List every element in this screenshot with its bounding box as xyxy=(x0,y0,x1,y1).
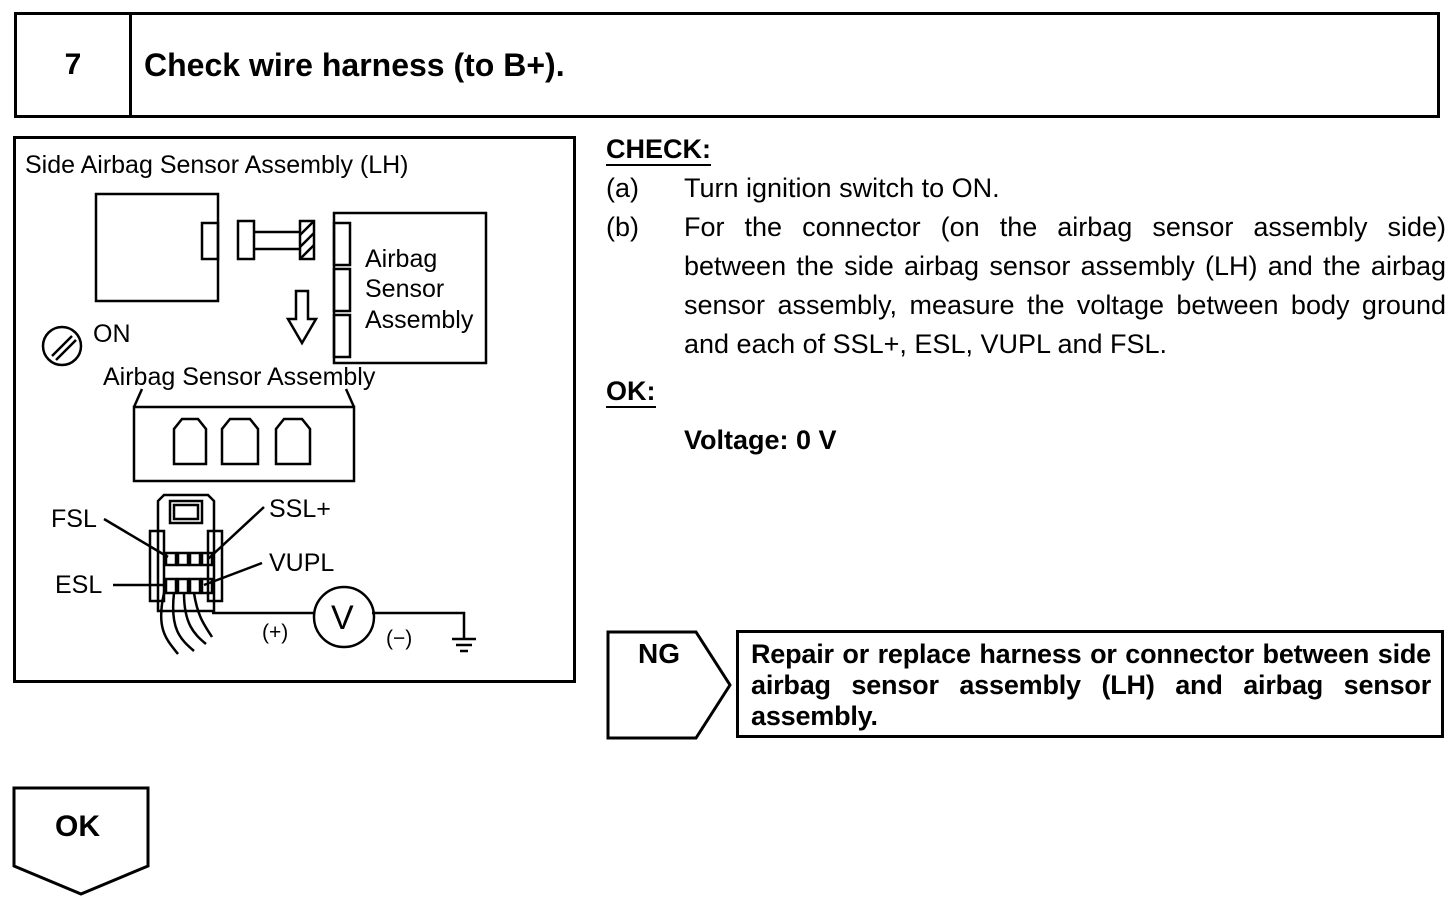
meter-plus-label: (+) xyxy=(262,621,288,644)
plug-left xyxy=(236,219,256,261)
ng-label: NG xyxy=(638,638,680,669)
terminal-esl-label: ESL xyxy=(55,571,102,599)
step-header: 7 Check wire harness (to B+). xyxy=(14,12,1440,118)
step-title: Check wire harness (to B+). xyxy=(144,46,565,83)
meter-minus-label: (−) xyxy=(386,627,412,650)
airbag-box-label-3: Assembly xyxy=(365,306,474,334)
airbag-box-label-1: Airbag xyxy=(365,245,437,273)
ok-arrow-icon xyxy=(12,786,150,896)
plug-hatched xyxy=(298,219,316,261)
step-number: 7 xyxy=(17,15,132,115)
spec-value: Voltage: 0 V xyxy=(684,425,837,455)
airbag-box-label-2: Sensor xyxy=(365,275,444,303)
ok-label: OK xyxy=(55,810,100,843)
terminal-vupl-label: VUPL xyxy=(269,549,334,577)
diagram-title: Side Airbag Sensor Assembly (LH) xyxy=(25,151,409,179)
assembly-label: Airbag Sensor Assembly xyxy=(103,363,376,391)
probe-connector xyxy=(156,493,216,613)
step-label: (b) xyxy=(606,212,639,242)
check-step-a: (a) Turn ignition switch to ON. xyxy=(606,169,1446,208)
step-text: Turn ignition switch to ON. xyxy=(684,173,1000,203)
check-heading: CHECK: xyxy=(606,134,711,166)
wiring-diagram: Side Airbag Sensor Assembly (LH) Airbag … xyxy=(13,136,576,683)
assembly-connector-block xyxy=(132,405,356,483)
step-label: (a) xyxy=(606,173,639,203)
terminal-fsl-label: FSL xyxy=(51,505,97,533)
diagram-svg: Side Airbag Sensor Assembly (LH) Airbag … xyxy=(25,151,488,655)
ok-heading: OK: xyxy=(606,376,656,408)
ng-arrow-icon xyxy=(606,630,732,740)
ignition-on-label: ON xyxy=(93,320,131,348)
ignition-key-icon xyxy=(41,325,83,367)
terminal-ssl-plus-label: SSL+ xyxy=(269,495,331,523)
check-section: CHECK: (a) Turn ignition switch to ON. (… xyxy=(606,130,1446,460)
down-arrow-icon xyxy=(285,289,319,346)
step-text: For the connector (on the airbag sensor … xyxy=(684,212,1446,359)
voltmeter-symbol: V xyxy=(331,599,354,637)
side-sensor-connector xyxy=(200,221,220,261)
check-step-b: (b) For the connector (on the airbag sen… xyxy=(606,208,1446,364)
ng-action-box: Repair or replace harness or connector b… xyxy=(736,630,1444,738)
side-sensor-box xyxy=(94,192,220,303)
voltmeter-icon xyxy=(312,585,376,649)
